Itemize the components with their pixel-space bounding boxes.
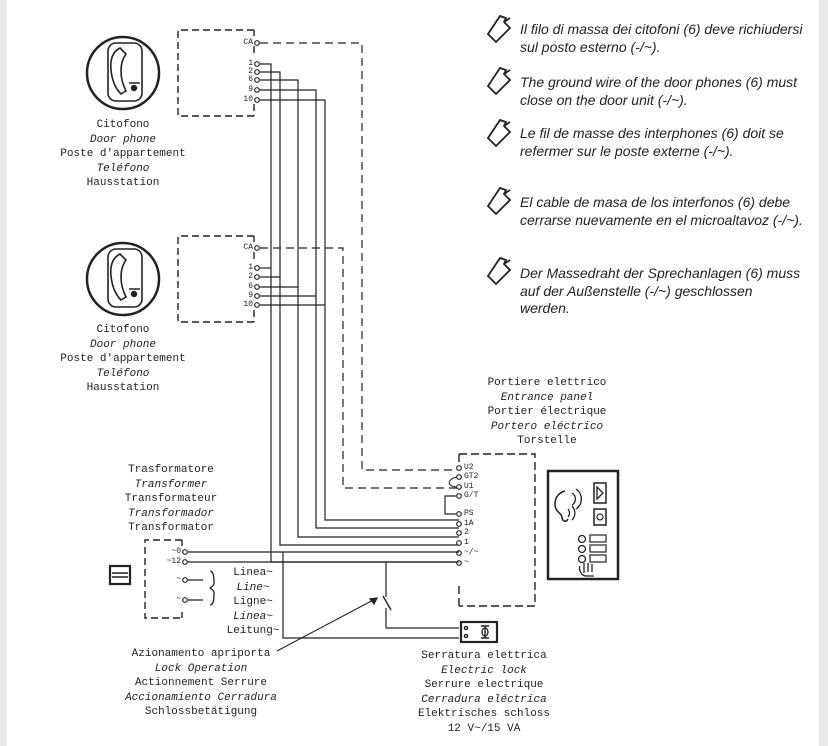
- hand-pointer-icon: [486, 118, 512, 148]
- transformer-mains-icon: [108, 564, 132, 586]
- entrance-panel-label: Portiere elettrico Entrance panel Portie…: [487, 377, 607, 447]
- phone2-terminal-1: 1: [248, 263, 253, 272]
- phone2-terminal-10: 10: [243, 300, 253, 309]
- panel-terminal-u2: U2: [464, 463, 474, 472]
- wiring-diagram-sheet: CA 1 2 6 9 10 CA 1 2 6 9 10 Citofono Doo…: [7, 0, 819, 746]
- phone1-terminal-10: 10: [243, 95, 253, 104]
- door-phone-icon: [85, 241, 161, 317]
- hand-pointer-icon: [486, 14, 512, 44]
- panel-terminal-dots: [456, 465, 462, 566]
- entrance-panel-icon: [546, 469, 620, 581]
- phone2-terminal-9: 9: [248, 291, 253, 300]
- phone1-terminal-9: 9: [248, 85, 253, 94]
- lock-operation-label: Azionamento apriporta Lock Operation Act…: [125, 648, 277, 718]
- transformer-terminal-dots: [182, 549, 188, 603]
- note-icons: [486, 14, 512, 286]
- transformer-label: Trasformatore Transformer Transformateur…: [124, 464, 218, 534]
- transformer-box: [144, 539, 183, 619]
- transformer-terminal-12: ~12: [166, 557, 181, 566]
- phone2-terminal-2: 2: [248, 272, 253, 281]
- phone1-terminal-6: 6: [248, 75, 253, 84]
- entrance-panel-box: [458, 453, 536, 607]
- door-phone-label-2: Citofono Door phone Poste d'appartement …: [60, 324, 186, 394]
- panel-terminal-1a: 1A: [464, 519, 474, 528]
- panel-terminal-ps: PS: [464, 509, 474, 518]
- wiring-diagram: [85, 14, 620, 652]
- phone1-terminal-1: 1: [248, 59, 253, 68]
- panel-terminal-ground: ~/~: [464, 548, 479, 557]
- phone1-terminal-ca: CA: [243, 38, 253, 47]
- door-phone-label-1: Citofono Door phone Poste d'appartement …: [60, 119, 186, 189]
- panel-terminal-gt: G/T: [464, 491, 479, 500]
- ca-dashed-wiring: [260, 42, 459, 489]
- gt-ps-jumper: [444, 495, 456, 515]
- electric-lock-label: Serratura elettrica Electric lock Serrur…: [417, 650, 551, 735]
- terminal-dots: [254, 40, 260, 308]
- door-phone-terminal-box-2: [177, 235, 255, 323]
- phone-wiring: [260, 63, 459, 563]
- note-german: Der Massedraht der Sprechanlagen (6) mus…: [520, 265, 801, 316]
- panel-terminal-u1: U1: [464, 482, 474, 491]
- door-phone-terminal-box-1: [177, 29, 255, 117]
- transformer-terminal-ac2: ~: [176, 595, 181, 604]
- phone2-terminal-6: 6: [248, 282, 253, 291]
- transformer-terminal-ac1: ~: [176, 575, 181, 584]
- note-italian: Il filo di massa dei citofoni (6) deve r…: [520, 21, 803, 55]
- note-french: Le fil de masse des interphones (6) doit…: [520, 125, 784, 159]
- panel-terminal-ac: ~: [464, 558, 469, 567]
- panel-terminal-1: 1: [464, 538, 469, 547]
- electric-lock-icon: [459, 620, 499, 644]
- note-english: The ground wire of the door phones (6) m…: [520, 74, 798, 108]
- panel-terminal-gt2: GT2: [464, 472, 479, 481]
- door-phone-icon: [85, 35, 161, 111]
- phone1-terminal-2: 2: [248, 67, 253, 76]
- transformer-wiring: [188, 551, 459, 652]
- transformer-terminal-0: ~0: [171, 547, 181, 556]
- mains-line-label: Linea~ Line~ Ligne~ Linea~ Leitung~: [226, 567, 280, 637]
- hand-pointer-icon: [486, 256, 512, 286]
- note-spanish: El cable de masa de los interfonos (6) d…: [520, 194, 803, 228]
- hand-pointer-icon: [486, 186, 512, 216]
- hand-pointer-icon: [486, 66, 512, 96]
- phone2-terminal-ca: CA: [243, 243, 253, 252]
- panel-terminal-2: 2: [464, 528, 469, 537]
